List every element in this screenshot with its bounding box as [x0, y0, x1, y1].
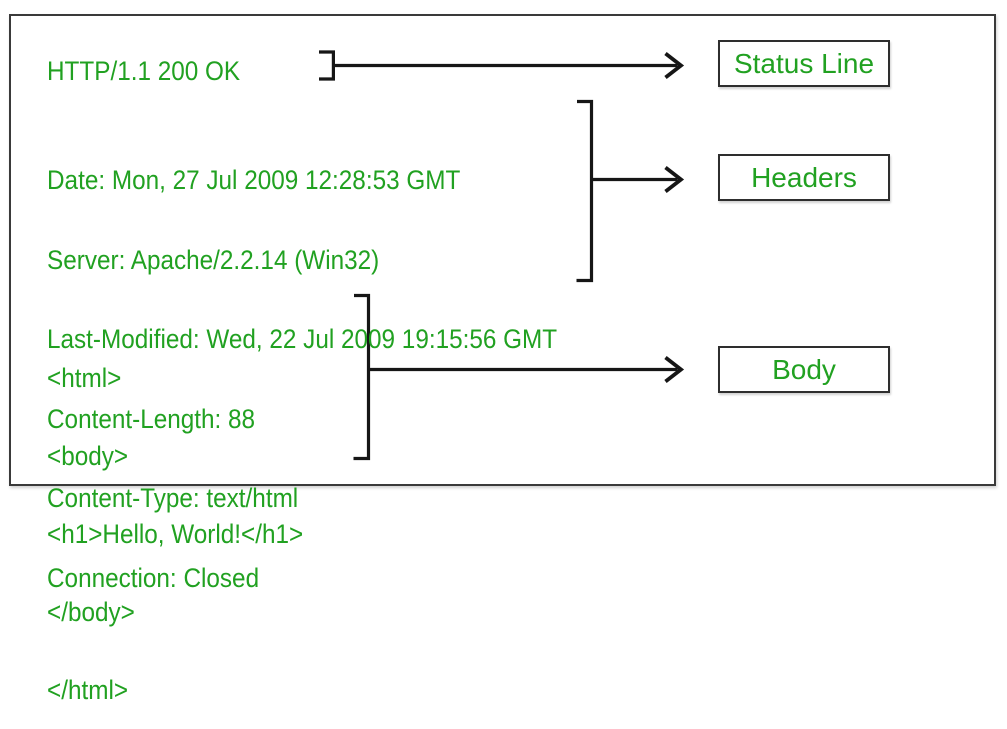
status-line-label-box: Status Line [718, 40, 890, 87]
body-line: </html> [47, 675, 129, 705]
header-line: Content-Length: 88 [47, 403, 256, 434]
body-label: Body [772, 353, 836, 385]
status-line-text: HTTP/1.1 200 OK [47, 56, 241, 86]
header-line: Last-Modified: Wed, 22 Jul 2009 19:15:56… [47, 324, 558, 354]
outer-frame [9, 14, 996, 486]
body-line: <html> [47, 363, 122, 393]
status-line-label: Status Line [733, 47, 875, 79]
body-line: </body> [47, 597, 135, 627]
header-line: Date: Mon, 27 Jul 2009 12:28:53 GMT [47, 165, 461, 195]
headers-label: Headers [751, 161, 857, 193]
body-line: <body> [47, 441, 129, 471]
body-text: <html> <body> <h1>Hello, World!</h1> </b… [47, 313, 303, 729]
body-label-box: Body [718, 346, 890, 393]
body-line: <h1>Hello, World!</h1> [47, 519, 304, 549]
headers-label-box: Headers [718, 154, 890, 201]
header-line: Server: Apache/2.2.14 (Win32) [47, 244, 380, 275]
